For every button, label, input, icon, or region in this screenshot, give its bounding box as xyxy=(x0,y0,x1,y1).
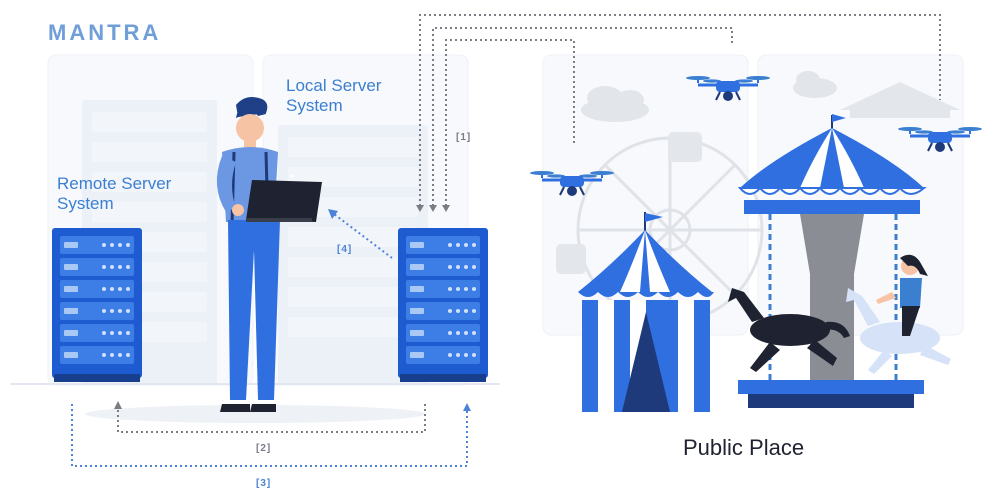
carousel xyxy=(737,114,927,408)
logo: MANTRA xyxy=(48,20,162,45)
man-with-laptop xyxy=(216,97,322,412)
local-server-label: Local Server System xyxy=(286,76,381,117)
remote-server-label-line2: System xyxy=(57,194,114,214)
flow-arrow-4 xyxy=(328,209,393,259)
step-1-label: [1] xyxy=(456,132,472,143)
flow-arrow-2 xyxy=(114,401,426,433)
public-place-label: Public Place xyxy=(683,435,805,460)
local-server-rack xyxy=(398,228,488,382)
step-2-label: [2] xyxy=(256,443,272,454)
step-4-label: [4] xyxy=(337,244,353,255)
flow-arrow-1 xyxy=(419,14,941,206)
local-server-label-line2: System xyxy=(286,96,343,116)
step-3-label: [3] xyxy=(256,478,272,489)
dark-horse xyxy=(728,288,850,372)
remote-server-label: Remote Server System xyxy=(57,174,171,215)
flow-arrow-3 xyxy=(71,403,471,467)
local-server-label-line1: Local Server xyxy=(286,76,382,95)
remote-server-label-line1: Remote Server xyxy=(57,174,172,193)
remote-server-rack xyxy=(52,228,142,382)
circus-tent xyxy=(578,212,714,412)
white-horse xyxy=(846,288,951,374)
background-tent xyxy=(840,82,960,118)
clouds xyxy=(581,71,837,122)
rider xyxy=(876,254,928,336)
